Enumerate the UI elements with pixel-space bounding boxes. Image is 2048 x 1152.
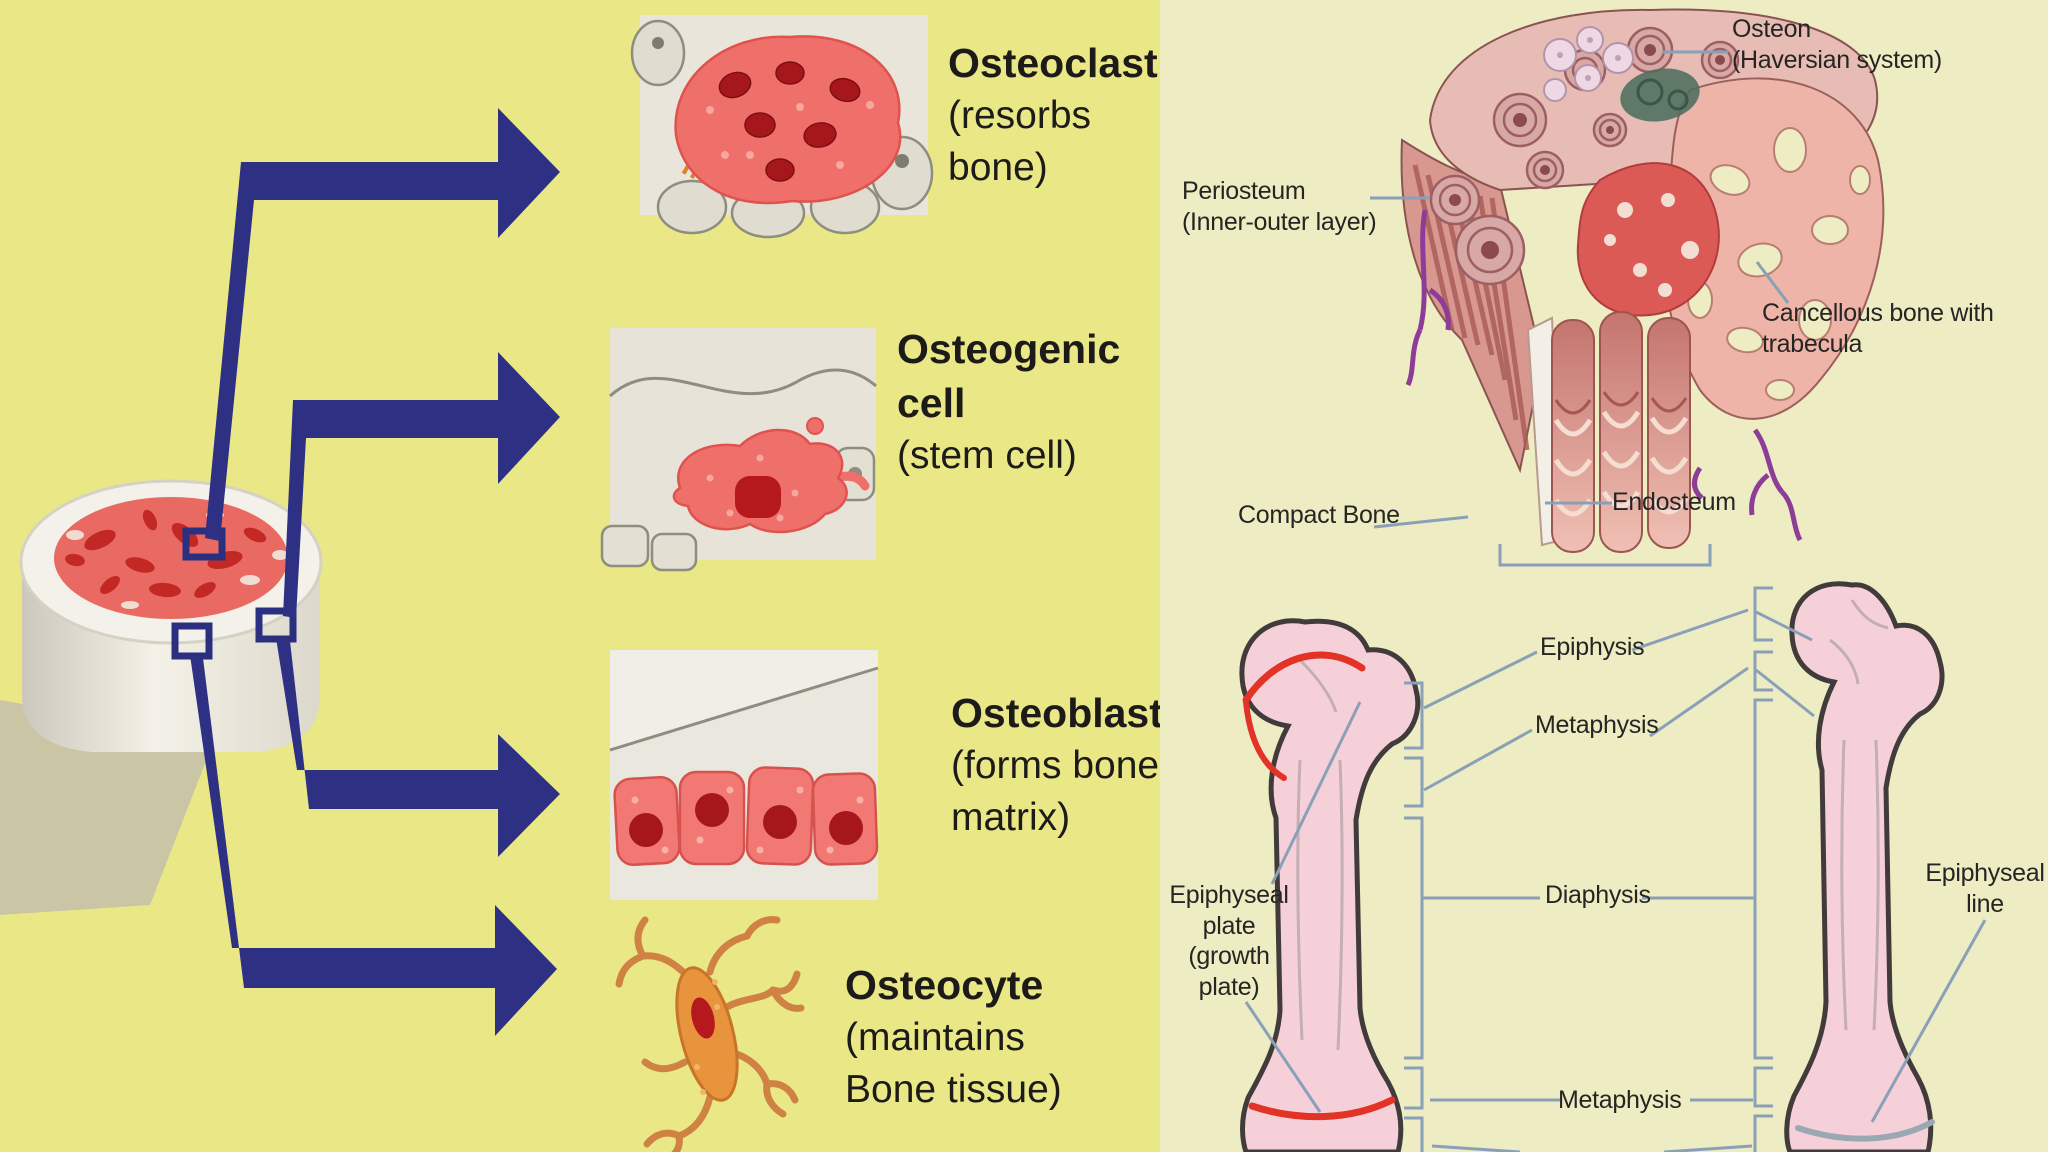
osteoblast-name: Osteoblast bbox=[951, 690, 1163, 736]
epiphysis-leader-right bbox=[1631, 608, 1749, 652]
arrow-to-osteogenic bbox=[283, 352, 560, 618]
compact-bone-label: Compact Bone bbox=[1238, 501, 1400, 529]
epiphysis-leader-left bbox=[1423, 650, 1538, 710]
bone-cells-panel: Osteoclast (resorbs bone) Osteogenic cel… bbox=[0, 0, 1163, 1152]
micro-leader-lines bbox=[1370, 50, 1790, 567]
osteogenic-name: Osteogenic cell bbox=[897, 326, 1121, 427]
marrow-texture bbox=[65, 509, 267, 598]
bone-structure-artwork bbox=[1239, 8, 1987, 1152]
osteoclast-name: Osteoclast bbox=[948, 40, 1158, 86]
osteocyte-desc: (maintains Bone tissue) bbox=[845, 1016, 1062, 1111]
bone-microstructure-art bbox=[1400, 8, 1885, 553]
epiphysis-label: Epiphysis bbox=[1540, 633, 1645, 661]
epiphyseal-plate-label: Epiphyseal plate (growth plate) bbox=[1169, 881, 1289, 1001]
osteogenic-desc: (stem cell) bbox=[897, 434, 1077, 478]
osteoclast-desc: (resorbs bone) bbox=[948, 94, 1092, 189]
metaphysis-upper-label: Metaphysis bbox=[1535, 711, 1659, 739]
marrow-gaps bbox=[66, 511, 288, 609]
osteoblast-figure bbox=[609, 650, 879, 900]
epiphyseal-plate-leader-bottom bbox=[1244, 1001, 1322, 1113]
osteogenic-label: Osteogenic cell (stem cell) bbox=[897, 322, 1147, 482]
mature-bone-art bbox=[1784, 581, 1945, 1152]
endosteum-bracket bbox=[1498, 544, 1712, 567]
epiphyseal-plate-leader-top bbox=[1270, 701, 1362, 885]
blood-vessels bbox=[1405, 209, 1803, 542]
osteoclast-figure bbox=[630, 15, 934, 239]
osteocyte-figure bbox=[615, 916, 805, 1152]
osteoblast-desc: (forms bone matrix) bbox=[951, 744, 1160, 839]
bone-shadow-shape bbox=[0, 700, 215, 915]
metaphysis-upper-leader-right bbox=[1649, 666, 1749, 738]
periosteum-label-line1: Periosteum bbox=[1182, 177, 1306, 205]
flow-arrows bbox=[190, 108, 560, 1036]
cancellous-label-line2: trabecula bbox=[1762, 329, 1863, 358]
bone-cross-section-art bbox=[19, 479, 323, 752]
endosteum-label: Endosteum bbox=[1612, 488, 1736, 516]
cancellous-leader bbox=[1755, 261, 1790, 304]
arrow-to-osteoblast bbox=[276, 638, 560, 857]
cancellous-bone-label: Cancellous bone with trabecula bbox=[1762, 298, 2048, 359]
osteon-label-line2: (Haversian system) bbox=[1732, 45, 1942, 74]
epiphyseal-line-leader bbox=[1870, 919, 1987, 1123]
epiphyseal-line-label: Epiphyseal line bbox=[1925, 859, 2045, 918]
epiphyseal-plate-bottom-red-line bbox=[1248, 1096, 1396, 1121]
arrow-to-osteoclast bbox=[205, 108, 560, 541]
immature-bone-art bbox=[1239, 618, 1421, 1152]
osteocyte-label: Osteocyte (maintains Bone tissue) bbox=[845, 958, 1090, 1115]
epiphyseal-plate-top-red-line bbox=[1242, 651, 1366, 704]
osteon-label-line1: Osteon bbox=[1732, 15, 1811, 43]
compact-bone-tubes bbox=[1526, 311, 1691, 553]
osteocyte-name: Osteocyte bbox=[845, 962, 1044, 1008]
osteoclast-label: Osteoclast (resorbs bone) bbox=[948, 36, 1183, 193]
periosteum-label-line2: (Inner-outer layer) bbox=[1182, 207, 1377, 236]
long-bone-leader-lines bbox=[1244, 608, 1987, 1152]
cancellous-label-line1: Cancellous bone with bbox=[1762, 299, 1994, 327]
arrow-to-osteocyte bbox=[190, 655, 557, 1036]
epiphyseal-line-gray-line bbox=[1795, 1119, 1935, 1142]
long-bone-brackets bbox=[1404, 586, 1773, 1152]
diaphysis-label: Diaphysis bbox=[1545, 881, 1651, 909]
bone-structure-panel bbox=[1160, 0, 2048, 1152]
osteoblast-label: Osteoblast (forms bone matrix) bbox=[951, 686, 1191, 843]
marker-square-right bbox=[255, 607, 297, 643]
metaphysis-upper-leader-left bbox=[1423, 728, 1533, 792]
marker-square-top bbox=[182, 527, 226, 561]
osteogenic-cell-figure bbox=[600, 328, 877, 572]
compact-bone-leader bbox=[1373, 515, 1469, 529]
metaphysis-lower-label: Metaphysis bbox=[1558, 1086, 1682, 1114]
osteon-label: Osteon (Haversian system) bbox=[1732, 14, 2048, 75]
bone-cells-artwork bbox=[0, 15, 934, 1152]
periosteum-label: Periosteum (Inner-outer layer) bbox=[1182, 176, 1432, 237]
